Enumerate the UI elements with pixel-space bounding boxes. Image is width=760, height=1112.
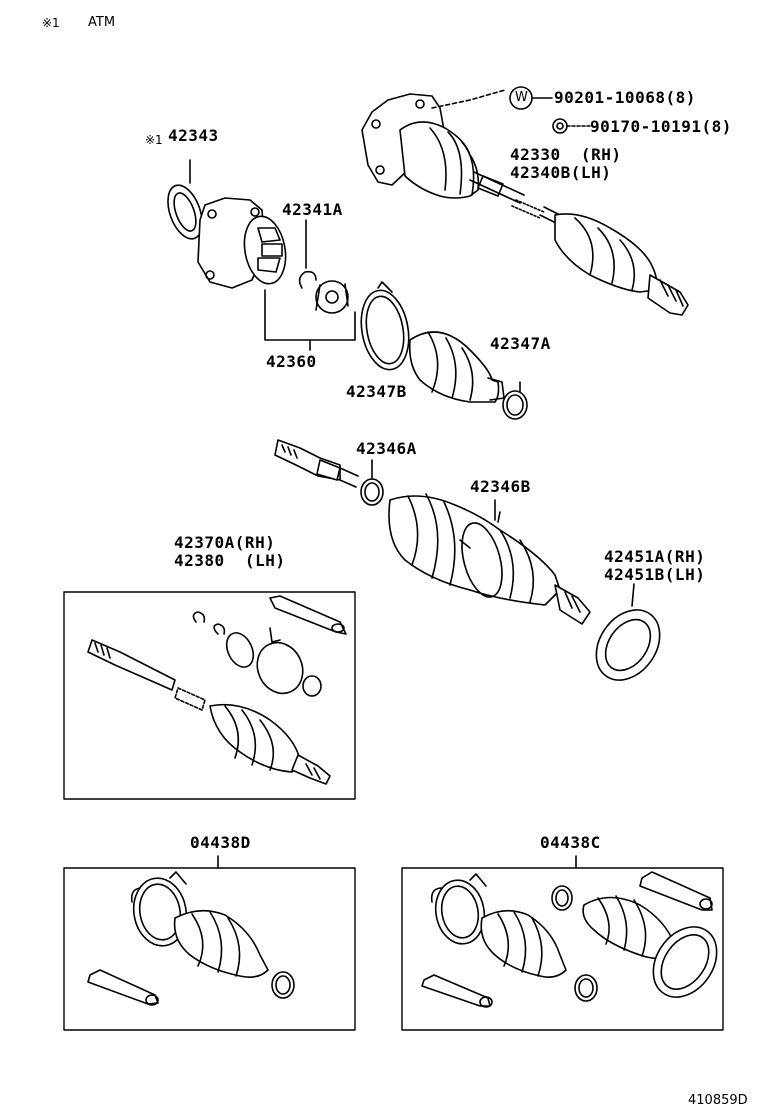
inboard-housing-drawing xyxy=(167,159,528,420)
note-text: ATM xyxy=(88,15,116,30)
kit-box-04438c xyxy=(401,867,724,1031)
part-label-42343: 42343 xyxy=(168,126,219,145)
part-label-42340b: 42340B(LH) xyxy=(510,163,612,182)
kit-label-04438c: 04438C xyxy=(540,833,601,852)
part-42343-mark: ※1 xyxy=(145,133,163,147)
part-label-42330: 42330 (RH) xyxy=(510,145,622,164)
middle-shaft-drawing xyxy=(274,439,661,681)
kit-04438c-drawing xyxy=(421,855,718,1008)
outboard-cv-joint-drawing xyxy=(361,89,689,316)
nut-symbol-icon xyxy=(552,118,568,134)
part-label-90201: 90201-10068(8) xyxy=(554,88,696,107)
part-label-42346b: 42346B xyxy=(470,477,531,496)
part-label-42341a: 42341A xyxy=(282,200,343,219)
diagram-id: 410859D xyxy=(688,1093,748,1108)
part-label-42360: 42360 xyxy=(266,352,317,371)
note-mark: ※1 xyxy=(42,16,60,30)
part-label-42347a: 42347A xyxy=(490,334,551,353)
part-label-42370a: 42370A(RH) xyxy=(174,533,276,552)
part-label-42380: 42380 (LH) xyxy=(174,551,286,570)
kit-label-04438d: 04438D xyxy=(190,833,251,852)
part-label-42347b: 42347B xyxy=(346,382,407,401)
kit-box-04438d xyxy=(63,867,356,1031)
part-label-42346a: 42346A xyxy=(356,439,417,458)
kit-42370a-drawing xyxy=(87,595,347,785)
washer-symbol-letter: W xyxy=(515,90,528,105)
part-label-42451a: 42451A(RH) xyxy=(604,547,706,566)
kit-04438d-drawing xyxy=(87,855,295,1006)
part-label-90170: 90170-10191(8) xyxy=(590,117,732,136)
part-label-42451b: 42451B(LH) xyxy=(604,565,706,584)
kit-box-42370a xyxy=(63,591,356,800)
